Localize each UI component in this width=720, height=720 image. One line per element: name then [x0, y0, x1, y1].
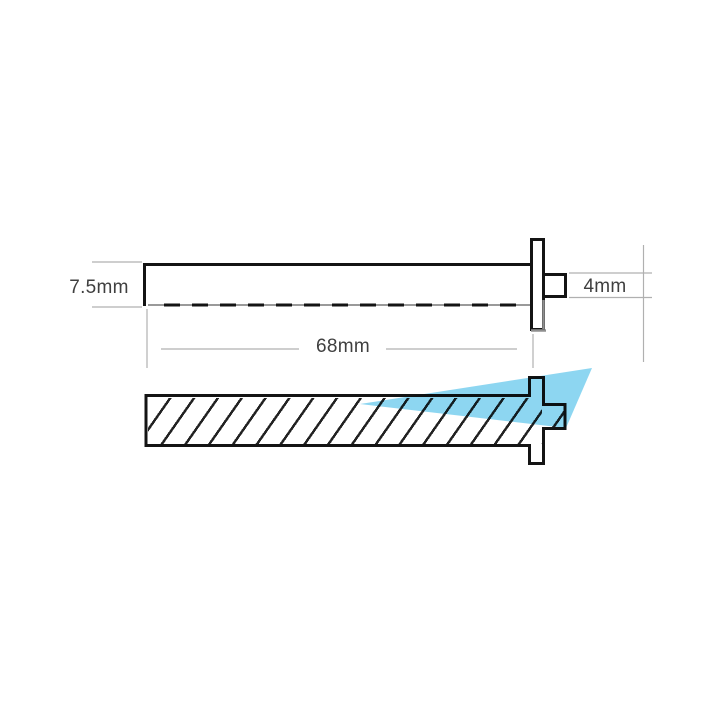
diameter-dimension-label: 7.5mm	[69, 277, 129, 298]
dimension-lines	[92, 245, 652, 368]
tip-dimension-label: 4mm	[583, 276, 627, 297]
side-view	[143, 238, 567, 332]
length-dimension-label: 68mm	[316, 336, 370, 357]
section-view	[144, 376, 567, 465]
